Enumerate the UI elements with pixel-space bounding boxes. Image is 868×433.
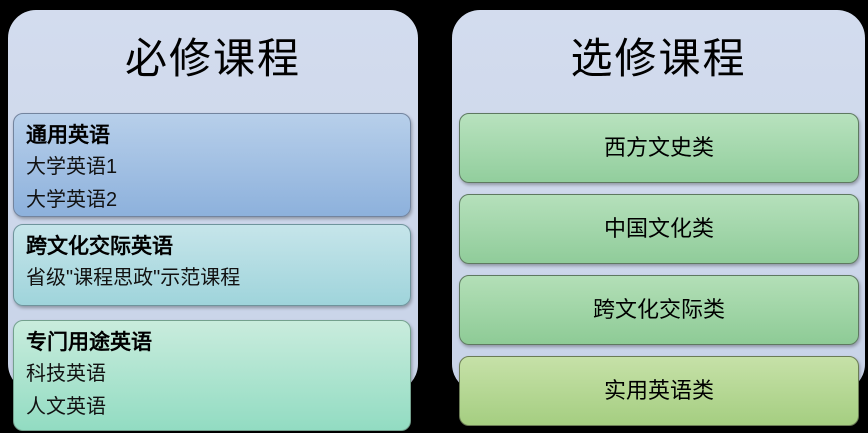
elective-category-intercultural: 跨文化交际类: [459, 275, 859, 345]
elective-courses-panel: 选修课程 西方文史类 中国文化类 跨文化交际类 实用英语类: [452, 10, 865, 426]
course-item: 大学英语2: [26, 189, 118, 211]
required-courses-title: 必修课程: [124, 35, 301, 82]
group-esp-english-title: 专门用途英语: [26, 331, 152, 354]
elective-category-chinese-culture: 中国文化类: [459, 194, 859, 264]
elective-category-western-history: 西方文史类: [459, 113, 859, 183]
elective-courses-title: 选修课程: [570, 35, 747, 82]
group-general-english: 通用英语 大学英语1 大学英语2: [13, 113, 411, 217]
group-esp-english: 专门用途英语 科技英语 人文英语: [13, 320, 411, 431]
group-intercultural-english-title: 跨文化交际英语: [26, 235, 173, 258]
course-item: 省级"课程思政"示范课程: [26, 267, 241, 289]
course-item: 人文英语: [26, 396, 106, 418]
course-item: 大学英语1: [26, 156, 118, 178]
course-item: 科技英语: [26, 363, 106, 385]
elective-category-practical-english: 实用英语类: [459, 356, 859, 426]
group-general-english-title: 通用英语: [26, 124, 110, 147]
group-intercultural-english: 跨文化交际英语 省级"课程思政"示范课程: [13, 224, 411, 306]
required-courses-panel: 必修课程 通用英语 大学英语1 大学英语2 跨文化交际英语 省级"课程思政"示范…: [8, 10, 418, 431]
